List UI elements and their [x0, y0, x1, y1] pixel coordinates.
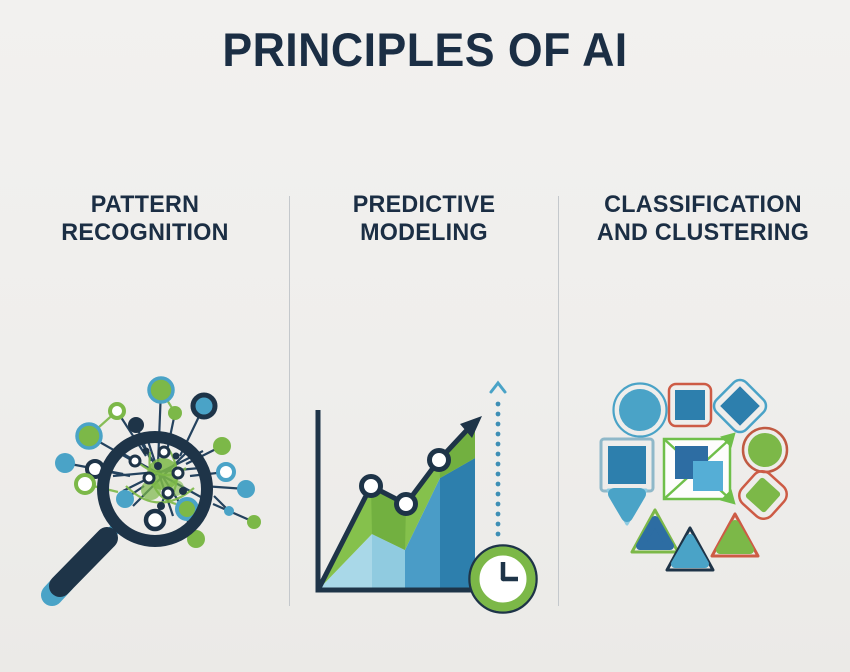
- column-divider-right: [558, 196, 559, 606]
- trend-markers: [359, 448, 451, 516]
- shape-green-triangle-red-border: [710, 512, 760, 558]
- arrow-up-right: [720, 432, 736, 448]
- network-nodes: [55, 376, 261, 548]
- column-divider-left: [289, 196, 290, 606]
- magnifying-glass: [41, 431, 213, 606]
- trend-arrow-head: [460, 416, 482, 438]
- clock-icon: [468, 544, 538, 614]
- shape-blue-square-red-border: [667, 382, 713, 428]
- column-title-line2: AND CLUSTERING: [596, 218, 810, 246]
- column-title-classification-clustering: CLASSIFICATION AND CLUSTERING: [560, 191, 845, 247]
- shape-blue-triangle-navy-border: [665, 526, 715, 572]
- shape-green-diamond-red-border: [738, 470, 788, 520]
- magnifier-lens-ring: [97, 431, 213, 547]
- arrow-down-right: [720, 489, 736, 505]
- column-title-line1: PREDICTIVE: [352, 191, 496, 218]
- shape-blue-diamond: [712, 378, 768, 434]
- shape-blue-circle: [612, 382, 668, 438]
- column-title-pattern-recognition: PATTERN RECOGNITION: [4, 191, 285, 247]
- shape-blue-teardrop: [606, 488, 648, 526]
- column-title-line2: MODELING: [360, 218, 488, 246]
- column-title-line1: CLASSIFICATION: [604, 191, 802, 218]
- dotted-line: [489, 380, 507, 537]
- column-title-line1: PATTERN: [90, 191, 200, 218]
- geometric-shapes-cluster-icon: [599, 378, 789, 572]
- shape-green-circle-red-ring: [741, 426, 789, 474]
- column-title-predictive-modeling: PREDICTIVE MODELING: [294, 191, 554, 247]
- magnifier-handle: [49, 527, 118, 597]
- shape-blue-triangle-green-border: [630, 508, 680, 554]
- classification-box: [662, 432, 736, 505]
- magnifying-glass-network-icon: [41, 376, 261, 606]
- growth-chart-clock-icon: [315, 380, 538, 614]
- page-title: PRINCIPLES OF AI: [222, 23, 628, 76]
- inner-light-blue-square: [693, 461, 723, 491]
- shape-blue-square-blue-border: [599, 437, 655, 493]
- column-title-line2: RECOGNITION: [61, 218, 229, 246]
- network-nodes-inner: [128, 445, 187, 510]
